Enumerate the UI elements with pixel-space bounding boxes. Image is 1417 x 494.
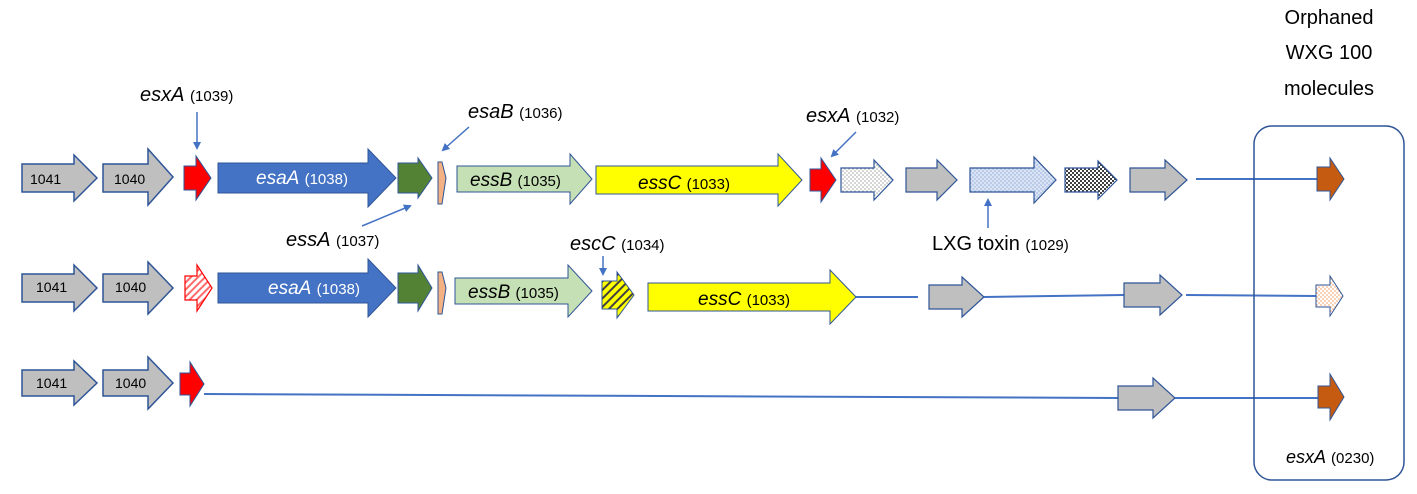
essB-label-row2: essB (1035): [468, 282, 559, 303]
essC-label-row2: essC (1033): [698, 289, 790, 310]
orphan-esxA-arrow-3: [1317, 372, 1345, 422]
essC-label: essC (1033): [638, 173, 730, 194]
gene-1041-arrow: [21, 153, 99, 203]
row-3-connector-a: [203, 393, 1119, 399]
esaB-1036-callout: esaB (1036): [468, 101, 563, 123]
essA-1037-pointer: [361, 204, 412, 227]
gene-1040-label: 1040: [114, 171, 145, 187]
essC-arrow-row2: [647, 268, 857, 326]
gene-1041-arrow-row2: [21, 263, 99, 313]
header-line-3: molecules: [1284, 78, 1374, 100]
gene-grey-arrow-row2-b: [1123, 273, 1183, 317]
gene-1041-label-row2: 1041: [36, 279, 67, 295]
row-2-connector-b: [983, 294, 1125, 298]
esxA-1039-arrow: [183, 154, 212, 202]
esxA-1032-callout: esxA (1032): [806, 105, 899, 127]
gene-1040-arrow-row2: [102, 260, 175, 316]
gene-grey-arrow-row2-a: [928, 275, 985, 319]
row-2: 1041 1040 esaA (1038) essB (1035) essC (…: [21, 257, 1344, 326]
orphan-esxA-arrow-1: [1316, 156, 1345, 202]
esaA-arrow: [217, 147, 397, 209]
row-3: 1041 1040: [21, 355, 1345, 422]
escC-arrow: [601, 270, 635, 320]
essA-arrow: [397, 156, 433, 200]
esaA-label: esaA (1038): [256, 168, 348, 189]
gene-1041-label-row3: 1041: [36, 375, 67, 391]
gene-1040-label-row3: 1040: [115, 375, 146, 391]
esxA-1032-pointer: [830, 131, 857, 158]
gene-1041-arrow-row3: [21, 359, 99, 407]
essC-arrow: [595, 152, 803, 208]
essB-arrow-row2: [454, 263, 593, 319]
esaA-label-row2: esaA (1038): [268, 278, 360, 299]
gene-dotted-arrow: [840, 158, 894, 202]
gene-grey-arrow-b: [1129, 158, 1188, 202]
essA-1037-callout: essA (1037): [286, 229, 379, 251]
esaB-arrow: [437, 161, 447, 205]
essA-arrow-row2: [397, 263, 433, 313]
esaA-arrow-row2: [217, 257, 397, 319]
gene-1041-label: 1041: [30, 171, 61, 187]
header-line-1: Orphaned: [1285, 7, 1374, 29]
esxA-arrow-row3: [179, 360, 205, 408]
gene-dense-arrow: [1064, 159, 1118, 201]
gene-grey-arrow-row3: [1117, 376, 1176, 420]
esxA-striped-arrow: [184, 262, 213, 314]
gene-1040-label-row2: 1040: [115, 279, 146, 295]
essB-label: essB (1035): [470, 170, 561, 191]
orphan-box: [1253, 125, 1405, 481]
esxA-1032-arrow: [809, 156, 837, 204]
esaB-1036-pointer: [441, 126, 470, 152]
gene-1040-arrow-row3: [102, 355, 175, 411]
row-1: 1041 1040 esaA (1038) essB (1035) essC (…: [21, 147, 1345, 209]
gene-grey-arrow-a: [905, 158, 958, 202]
escC-1034-callout: escC (1034): [570, 233, 665, 255]
header-line-2: WXG 100: [1286, 42, 1373, 64]
essB-arrow: [456, 152, 593, 206]
esaB-arrow-row2: [437, 271, 447, 315]
esxA-0230-label: esxA (0230): [1286, 447, 1374, 467]
gene-1040-arrow: [102, 147, 175, 207]
row-2-connector-c: [1185, 294, 1317, 297]
esxA-1039-callout: esxA (1039): [140, 84, 233, 106]
lxg-toxin-callout: LXG toxin (1029): [932, 233, 1069, 255]
orphan-esxA-arrow-2: [1315, 274, 1344, 318]
lxg-toxin-arrow: [969, 155, 1057, 205]
